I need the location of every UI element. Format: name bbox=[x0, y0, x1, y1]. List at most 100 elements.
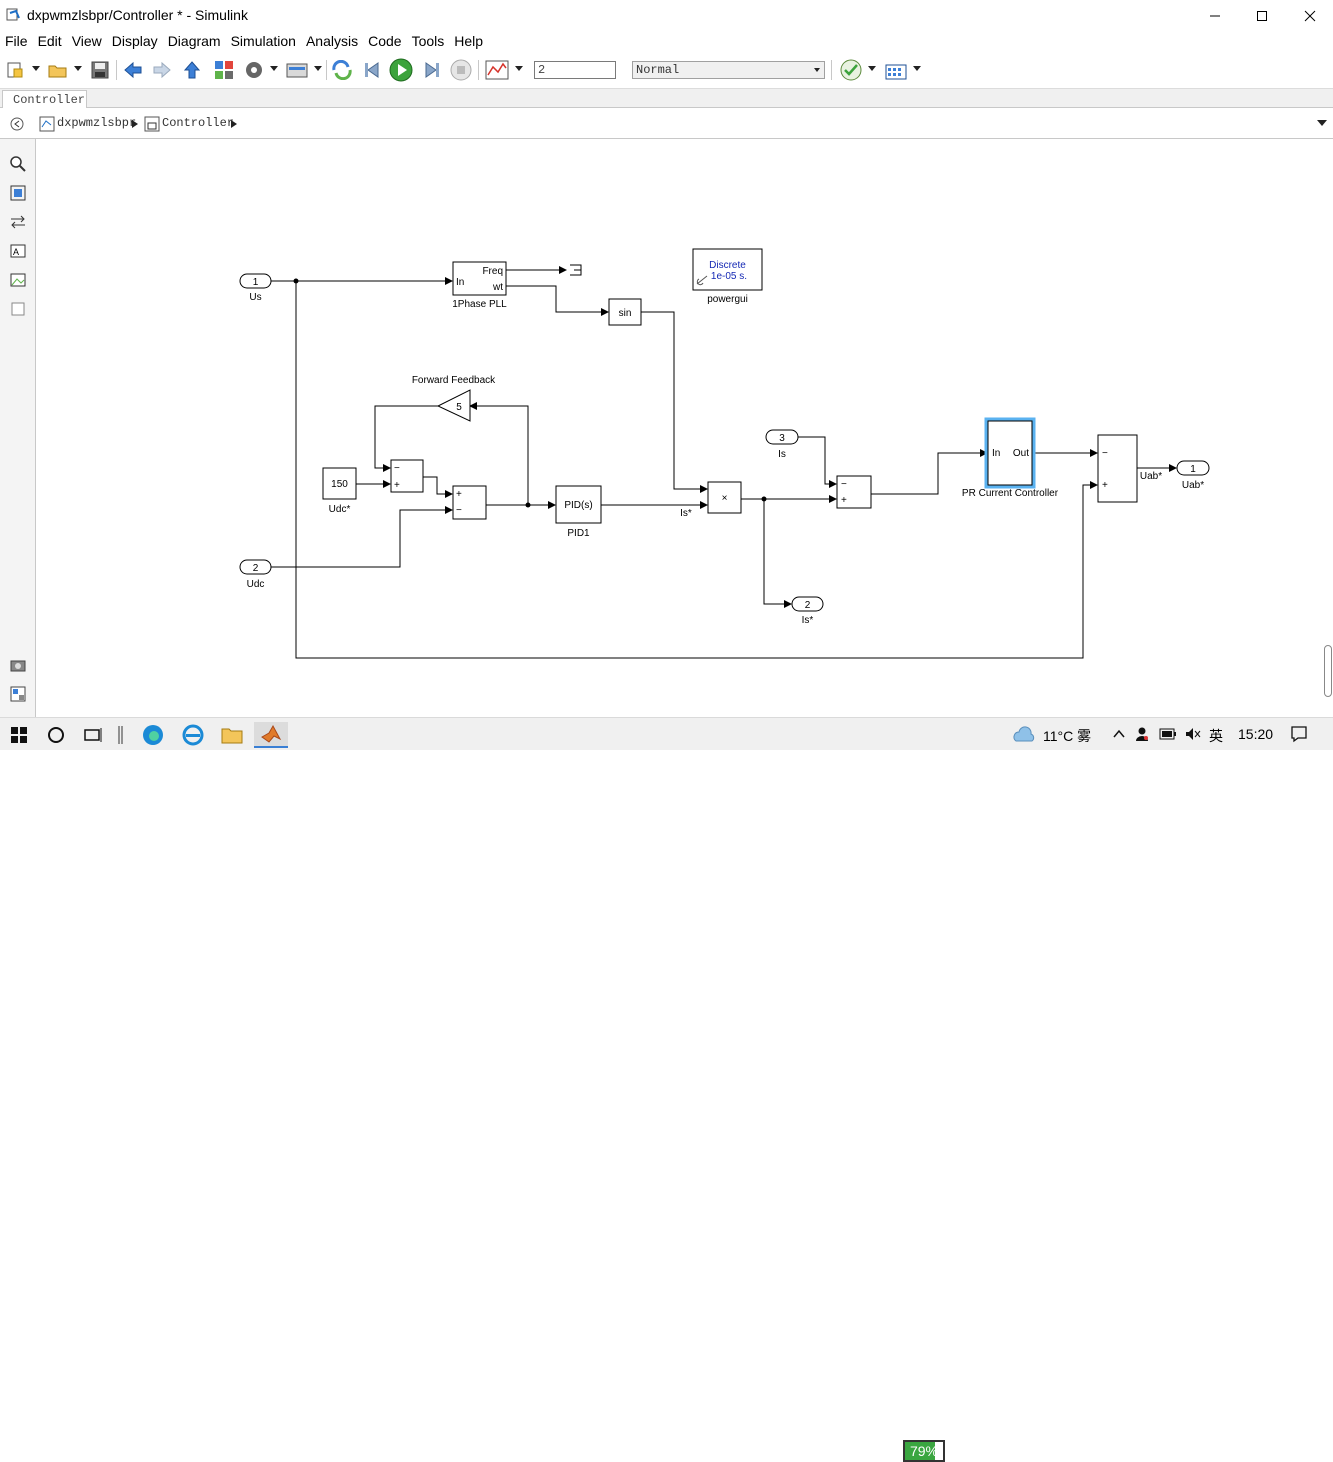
model-explorer-button[interactable] bbox=[285, 58, 309, 82]
screenshot-button[interactable] bbox=[8, 655, 28, 675]
terminator-block[interactable] bbox=[570, 264, 582, 276]
model-settings-button[interactable] bbox=[242, 58, 266, 82]
outport-uab[interactable]: 1 Uab* bbox=[1176, 460, 1210, 491]
wire-sum1-sum2[interactable] bbox=[423, 476, 453, 498]
inport-us[interactable]: 1 Us bbox=[239, 273, 272, 303]
constant-block[interactable]: 150 Udc* bbox=[322, 467, 357, 515]
pll-block[interactable]: In Freq wt 1Phase PLL bbox=[452, 261, 507, 310]
model-explorer-dropdown-icon[interactable] bbox=[314, 66, 322, 71]
inport-is[interactable]: 3 Is bbox=[765, 429, 799, 460]
up-to-parent-button[interactable] bbox=[180, 58, 204, 82]
menu-tools[interactable]: Tools bbox=[411, 33, 445, 49]
save-button[interactable] bbox=[88, 58, 112, 82]
clock[interactable]: 15:20 bbox=[1238, 726, 1274, 742]
open-model-dropdown-icon[interactable] bbox=[74, 66, 82, 71]
stop-time-input[interactable]: 2 bbox=[534, 61, 616, 79]
update-diagram-button[interactable] bbox=[330, 58, 354, 82]
build-button[interactable] bbox=[884, 58, 908, 82]
user-icon[interactable] bbox=[1134, 726, 1150, 742]
breadcrumb-model[interactable]: dxpwmzlsbpr bbox=[57, 116, 137, 130]
back-button[interactable] bbox=[121, 58, 145, 82]
wire-udc-sum2[interactable] bbox=[271, 506, 453, 568]
menu-diagram[interactable]: Diagram bbox=[167, 33, 221, 49]
stop-button[interactable] bbox=[449, 58, 473, 82]
wire-is-sum3[interactable] bbox=[798, 436, 837, 488]
image-button[interactable] bbox=[8, 270, 28, 290]
task-view-button[interactable] bbox=[82, 722, 104, 748]
forward-button[interactable] bbox=[150, 58, 174, 82]
sum-block-4[interactable]: − + bbox=[1097, 434, 1138, 503]
wire-sin-product[interactable] bbox=[641, 311, 708, 493]
menu-code[interactable]: Code bbox=[368, 33, 402, 49]
open-model-button[interactable] bbox=[46, 58, 70, 82]
vertical-scrollbar[interactable] bbox=[1324, 645, 1332, 697]
zoom-button[interactable] bbox=[8, 154, 28, 174]
wire-us-feed[interactable] bbox=[295, 281, 1098, 659]
pll-freq-port: Freq bbox=[482, 266, 503, 277]
route-lines-button[interactable] bbox=[8, 212, 28, 232]
input-method-indicator[interactable]: 英 bbox=[1209, 728, 1223, 744]
notification-icon[interactable] bbox=[1290, 725, 1308, 743]
gain-block[interactable]: 5 Forward Feedback bbox=[412, 375, 496, 422]
step-back-button[interactable] bbox=[361, 58, 385, 82]
sum-block-2[interactable]: + − bbox=[452, 485, 487, 520]
diagram-canvas[interactable] bbox=[37, 140, 1333, 717]
menu-edit[interactable]: Edit bbox=[37, 33, 62, 49]
battery-icon[interactable] bbox=[1159, 728, 1177, 740]
product-block[interactable]: × bbox=[707, 481, 742, 514]
battery-indicator[interactable]: 79% bbox=[903, 1440, 945, 1462]
model-settings-dropdown-icon[interactable] bbox=[270, 66, 278, 71]
pid-block[interactable]: PID(s) PID1 bbox=[555, 485, 602, 539]
weather-button[interactable] bbox=[1010, 722, 1038, 748]
tab-controller[interactable]: Controller bbox=[2, 90, 87, 109]
menu-view[interactable]: View bbox=[71, 33, 102, 49]
file-explorer-button[interactable] bbox=[220, 722, 244, 748]
minimize-button[interactable] bbox=[1192, 0, 1238, 31]
fit-to-view-button[interactable] bbox=[8, 183, 28, 203]
model-advisor-dropdown-icon[interactable] bbox=[868, 66, 876, 71]
show-hidden-icons-icon[interactable] bbox=[1113, 728, 1125, 740]
volume-muted-icon[interactable] bbox=[1185, 727, 1201, 741]
annotation-button[interactable]: A bbox=[8, 241, 28, 261]
run-button[interactable] bbox=[389, 58, 413, 82]
model-browser-button[interactable] bbox=[8, 684, 28, 704]
hide-browser-icon[interactable] bbox=[10, 117, 24, 131]
search-circle-icon bbox=[48, 727, 64, 743]
data-inspector-dropdown-icon[interactable] bbox=[515, 66, 523, 71]
address-dropdown-icon[interactable] bbox=[1316, 119, 1328, 127]
new-model-dropdown-icon[interactable] bbox=[32, 66, 40, 71]
wire-gain-sum1[interactable] bbox=[374, 405, 438, 472]
wire-product-isout[interactable] bbox=[763, 499, 792, 608]
library-browser-button[interactable] bbox=[212, 58, 236, 82]
simulation-mode-select[interactable]: Normal bbox=[632, 61, 825, 79]
pr-controller-block[interactable]: In Out PR Current Controller bbox=[962, 417, 1059, 499]
edge-app-button[interactable] bbox=[141, 722, 165, 748]
build-dropdown-icon[interactable] bbox=[913, 66, 921, 71]
maximize-button[interactable] bbox=[1239, 0, 1285, 31]
inport-udc[interactable]: 2 Udc bbox=[239, 559, 272, 590]
wire-wt-sin[interactable] bbox=[506, 285, 609, 316]
wire-sum2-gain[interactable] bbox=[469, 402, 529, 505]
close-button[interactable] bbox=[1287, 0, 1333, 31]
sum-block-3[interactable]: − + bbox=[836, 475, 872, 509]
menu-simulation[interactable]: Simulation bbox=[230, 33, 296, 49]
step-forward-button[interactable] bbox=[419, 58, 443, 82]
start-button[interactable] bbox=[8, 722, 30, 748]
outport-is[interactable]: 2 Is* bbox=[791, 596, 824, 626]
menu-display[interactable]: Display bbox=[111, 33, 158, 49]
menu-file[interactable]: File bbox=[5, 33, 28, 49]
matlab-app-button[interactable] bbox=[254, 722, 288, 748]
ie-app-button[interactable] bbox=[181, 722, 205, 748]
model-advisor-button[interactable] bbox=[839, 58, 863, 82]
menu-analysis[interactable]: Analysis bbox=[305, 33, 359, 49]
breadcrumb-controller[interactable]: Controller bbox=[162, 116, 235, 130]
sin-block[interactable]: sin bbox=[608, 298, 642, 326]
wire-sum3-pr[interactable] bbox=[871, 449, 988, 495]
new-model-button[interactable] bbox=[3, 58, 27, 82]
menu-help[interactable]: Help bbox=[454, 33, 484, 49]
powergui-block[interactable]: Discrete 1e-05 s. powergui bbox=[692, 248, 763, 305]
area-button[interactable] bbox=[8, 299, 28, 319]
simulation-data-inspector-button[interactable] bbox=[485, 58, 509, 82]
search-button[interactable] bbox=[45, 722, 67, 748]
sum-block-1[interactable]: − + bbox=[390, 459, 424, 493]
